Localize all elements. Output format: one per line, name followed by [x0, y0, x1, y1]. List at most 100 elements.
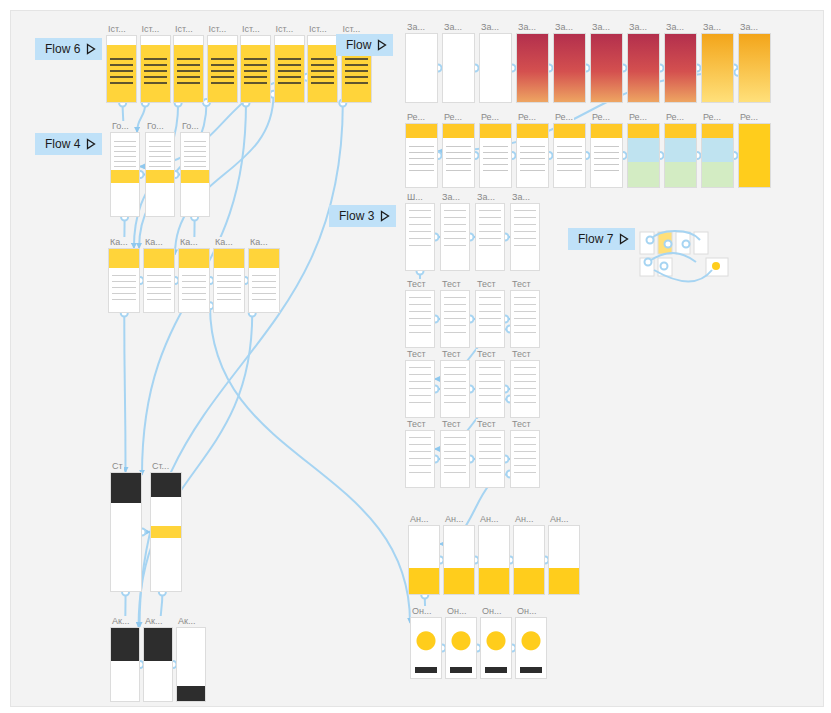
prototype-connector — [142, 100, 249, 475]
frame-title: Ре... — [517, 112, 537, 123]
frame-title: Іст... — [241, 24, 261, 35]
frame-title: За... — [480, 22, 500, 33]
screen-frame: Ан... — [478, 525, 510, 595]
screen-frame: За... — [510, 203, 540, 271]
flow-start-label: Flow 7 — [568, 228, 635, 250]
screen-frame: Тест — [405, 360, 435, 418]
screen-frame: Ш... — [405, 203, 435, 271]
screen-frame: Ст... — [150, 472, 182, 592]
frame-title: Ш... — [406, 192, 424, 203]
frame-title: За... — [511, 192, 531, 203]
prototype-connector — [140, 100, 347, 628]
frame-title: Тест — [476, 279, 497, 290]
frame-title: Іст... — [275, 24, 295, 35]
screen-frame: Ан... — [513, 525, 545, 595]
screen-frame: Тест — [475, 290, 505, 348]
screen-frame: Тест — [405, 290, 435, 348]
play-icon — [86, 138, 96, 150]
screen-frame: Тест — [405, 430, 435, 488]
frame-title: Го... — [146, 121, 165, 132]
flow-start-label: Flow 3 — [329, 205, 396, 227]
frame-title: Тест — [441, 419, 462, 430]
screen-frame: Іст... — [274, 35, 305, 103]
screen-frame: Ре... — [738, 123, 771, 188]
frame-title: Іст... — [141, 24, 161, 35]
frame-title: Ка... — [179, 237, 199, 248]
screen-frame: Ка... — [178, 248, 210, 313]
screen-frame: Ре... — [590, 123, 623, 188]
screen-frame: Тест — [510, 430, 540, 488]
flow-name: Flow 3 — [339, 209, 374, 223]
frame-title: Тест — [406, 419, 427, 430]
screen-frame: Тест — [475, 430, 505, 488]
prototype-connector — [207, 302, 411, 622]
screen-frame: Тест — [475, 360, 505, 418]
play-icon — [377, 39, 387, 51]
frame-title: За... — [591, 22, 611, 33]
connector-line — [210, 306, 410, 623]
frame-title: За... — [476, 192, 496, 203]
flow-name: Flow — [346, 38, 371, 52]
frame-title: Ан... — [444, 514, 464, 525]
screen-frame: Ре... — [627, 123, 660, 188]
screen-frame: За... — [664, 33, 697, 103]
frame-title: Ре... — [480, 112, 500, 123]
screen-frame: Ан... — [408, 525, 440, 595]
play-icon — [380, 210, 390, 222]
screen-frame: Ан... — [548, 525, 580, 595]
frame-title: Ан... — [549, 514, 569, 525]
screen-frame: Он... — [515, 617, 547, 679]
frame-title: Ак... — [144, 616, 163, 627]
frame-title: Он... — [446, 606, 467, 617]
prototype-connector — [121, 310, 128, 473]
frame-title: За... — [443, 22, 463, 33]
frame-title: Ка... — [144, 237, 164, 248]
screen-frame: Іст... — [106, 35, 137, 103]
screen-frame: Ка... — [248, 248, 280, 313]
frame-title: Ре... — [739, 112, 759, 123]
screen-frame: Ка... — [108, 248, 140, 313]
screen-frame: Го... — [145, 132, 175, 217]
frame-title: Он... — [411, 606, 432, 617]
screen-frame: Он... — [410, 617, 442, 679]
frame-title: Тест — [476, 349, 497, 360]
flow-start-label: Flow — [336, 34, 393, 56]
frame-title: Ка... — [249, 237, 269, 248]
frame-title: За... — [628, 22, 648, 33]
frame-title: Іст... — [208, 24, 228, 35]
frame-title: Ст... — [151, 461, 170, 472]
frame-title: Он... — [481, 606, 502, 617]
screen-frame: Ре... — [405, 123, 438, 188]
screen-frame: За... — [738, 33, 771, 103]
flow-start-label: Flow 6 — [35, 38, 102, 60]
frame-title: Ка... — [109, 237, 129, 248]
connector-line — [137, 103, 145, 132]
screen-frame: За... — [553, 33, 586, 103]
frame-title: Ак... — [111, 616, 130, 627]
frame-title: Он... — [516, 606, 537, 617]
play-icon — [619, 233, 629, 245]
frame-title: Ре... — [554, 112, 574, 123]
screen-frame: За... — [627, 33, 660, 103]
connector-line — [175, 94, 274, 254]
screen-frame: Тест — [440, 430, 470, 488]
screen-frame: За... — [475, 203, 505, 271]
screen-frame: Ре... — [664, 123, 697, 188]
frame-title: За... — [702, 22, 722, 33]
frame-title: Іст... — [107, 24, 127, 35]
connector-line — [140, 103, 343, 627]
screen-frame: Го... — [110, 132, 140, 217]
flow7-links — [645, 231, 713, 281]
frame-title: Ре... — [443, 112, 463, 123]
screen-frame: Ак... — [110, 627, 140, 702]
frame-title: Тест — [441, 349, 462, 360]
frame-title: За... — [739, 22, 759, 33]
screen-frame: Он... — [480, 617, 512, 679]
screen-frame: Ре... — [516, 123, 549, 188]
frame-title: Го... — [111, 121, 130, 132]
screen-frame: Ка... — [143, 248, 175, 313]
frame-title: За... — [554, 22, 574, 33]
frame-title: За... — [441, 192, 461, 203]
frame-title: Ре... — [406, 112, 426, 123]
frame-title: Ан... — [479, 514, 499, 525]
